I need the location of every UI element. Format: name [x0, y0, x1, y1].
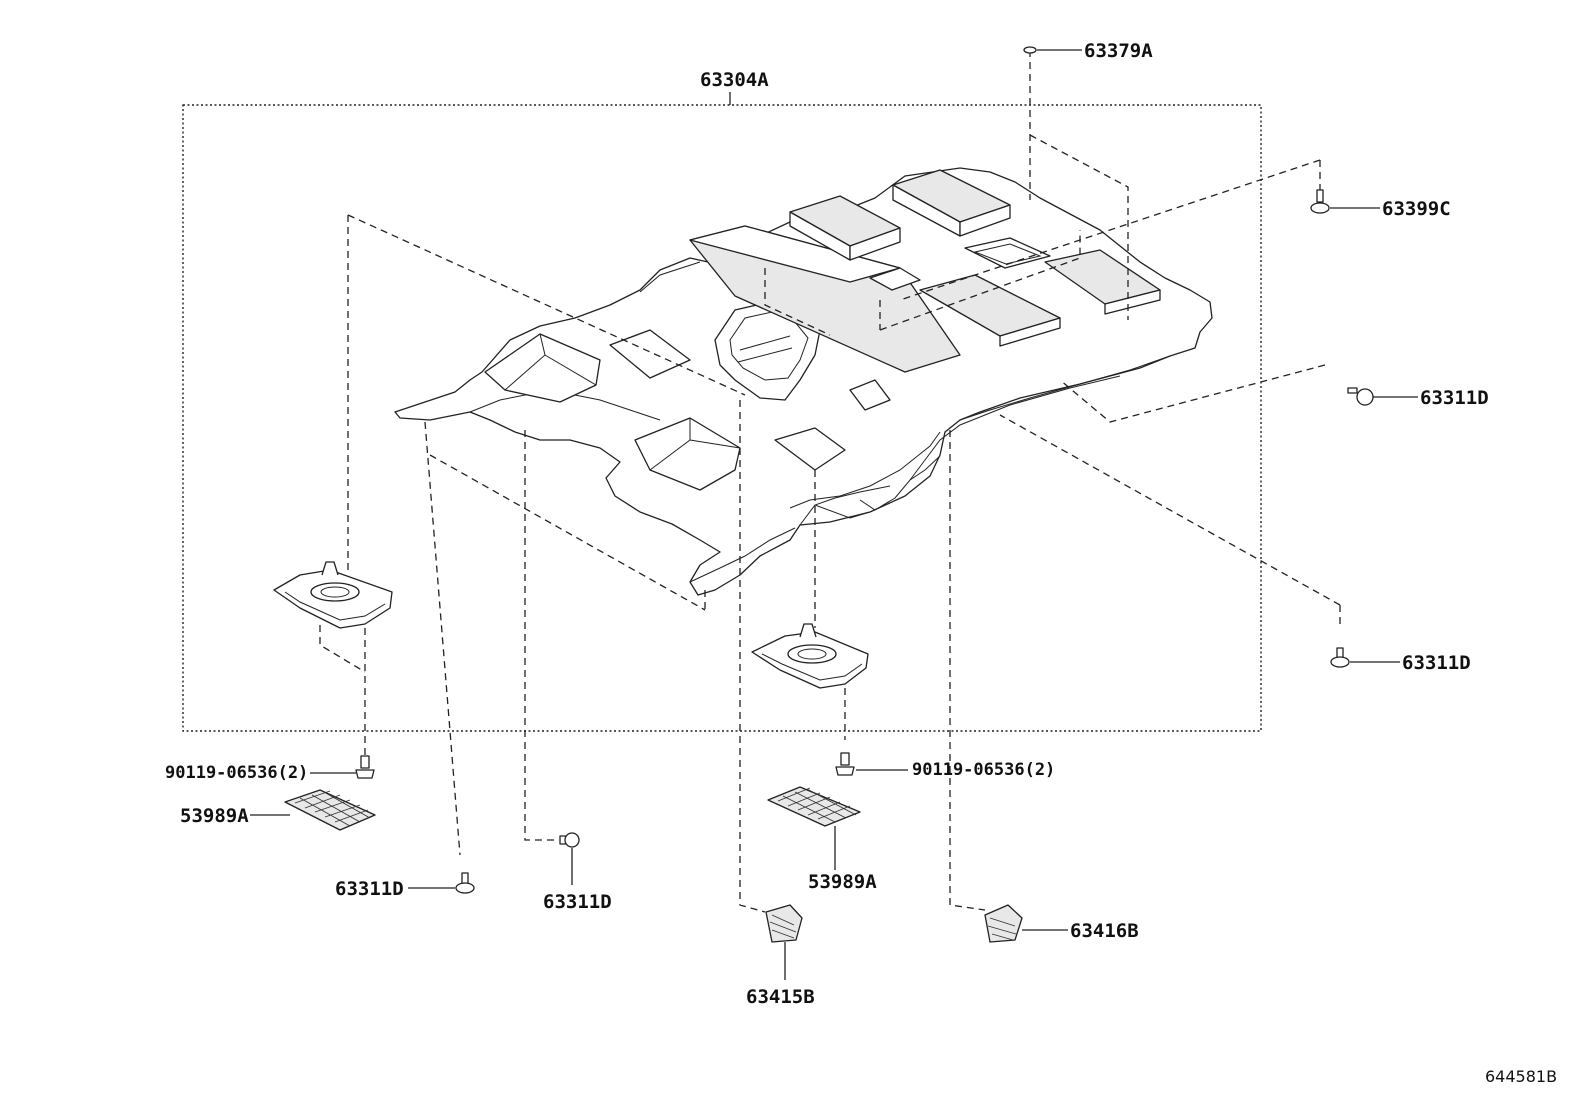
label-clip-bottom-left: 63311D — [335, 878, 404, 900]
clip-63311D-right-low-icon[interactable] — [1330, 647, 1400, 668]
clip-63311D-bottom-left-icon[interactable] — [408, 872, 475, 894]
label-clip-top: 63379A — [1084, 40, 1153, 62]
label-headliner: 63304A — [700, 69, 769, 91]
screw-right-icon[interactable] — [835, 752, 908, 776]
diagram-reference-number: 644581B — [1485, 1067, 1557, 1086]
lamp-base-left[interactable] — [273, 561, 393, 629]
screw-left-icon[interactable] — [310, 755, 375, 779]
clip-63399C-icon[interactable] — [1310, 189, 1380, 214]
grille-left-icon[interactable] — [250, 789, 376, 831]
clip-63311D-bottom-mid-icon[interactable] — [559, 832, 580, 885]
assembly-frame — [182, 104, 1262, 732]
label-grille-left: 53989A — [180, 805, 249, 827]
label-screw-right: 90119-06536(2) — [912, 760, 1055, 780]
label-pad-front: 63415B — [746, 986, 815, 1008]
label-screw-left: 90119-06536(2) — [165, 763, 308, 783]
clip-63311D-right-mid-icon[interactable] — [1347, 387, 1418, 406]
clip-63379A-icon[interactable] — [1023, 46, 1082, 54]
label-grille-right: 53989A — [808, 871, 877, 893]
dashed-leaders — [319, 50, 1341, 913]
pad-63416B-icon[interactable] — [984, 904, 1068, 943]
label-clip-right-low: 63311D — [1402, 652, 1471, 674]
grille-right-icon[interactable] — [767, 786, 861, 870]
label-clip-bottom-mid: 63311D — [543, 891, 612, 913]
label-clip-right-top: 63399C — [1382, 198, 1451, 220]
label-pad-rear: 63416B — [1070, 920, 1139, 942]
label-clip-right-mid: 63311D — [1420, 387, 1489, 409]
pad-63415B-icon[interactable] — [765, 904, 803, 980]
headliner-panel[interactable] — [394, 167, 1213, 596]
lamp-base-right[interactable] — [751, 623, 869, 689]
